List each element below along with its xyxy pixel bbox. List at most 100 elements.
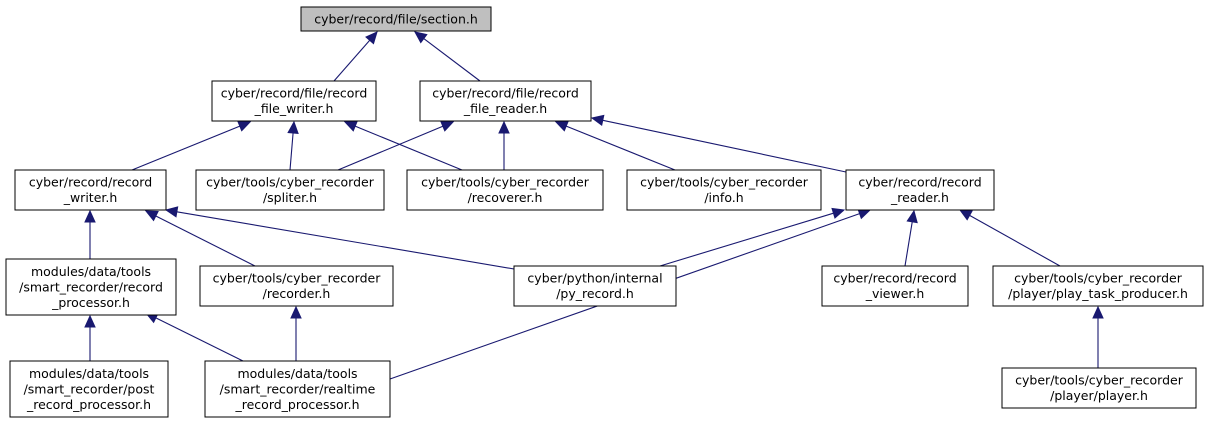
edge-line [337,125,444,171]
edge-line [904,221,913,267]
edge-recorder-to-record_writer [144,210,256,267]
edge-arrowhead [164,206,179,218]
node-label-line: cyber/tools/cyber_recorder [1015,373,1184,388]
node-label-line: /smart_recorder/realtime [220,381,376,396]
edge-arrowhead [906,209,918,224]
node-label-line: cyber/record/record [858,175,981,190]
edge-arrowhead [144,210,159,222]
node-box [1001,367,1197,409]
node-label-line: _processor.h [51,295,130,310]
node-label-line: cyber/record/record [29,175,152,190]
node-box [14,169,167,211]
node-realtime-record-processor[interactable]: modules/data/tools/smart_recorder/realti… [204,360,391,418]
edge-line [602,119,847,173]
node-record-file-reader[interactable]: cyber/record/file/record_file_reader.h [419,80,592,122]
node-label-line: cyber/record/file/section.h [314,11,478,26]
node-label-line: _file_reader.h [463,101,547,116]
edge-post_record_processor-to-smart_record_processor [84,314,96,361]
node-label-line: /py_record.h [556,286,634,301]
node-label-line: /recoverer.h [468,190,543,205]
edge-arrowhead [84,314,96,328]
edge-record_file_writer-to-section [333,31,378,82]
node-box [845,169,995,211]
node-label-line: _record_processor.h [26,397,151,412]
node-box [195,169,385,211]
node-label-line: cyber/tools/cyber_recorder [640,175,809,190]
node-box [211,80,377,122]
node-box [821,265,969,307]
node-info[interactable]: cyber/tools/cyber_recorder/info.h [626,169,822,211]
edge-line [333,39,371,82]
node-label-line: cyber/tools/cyber_recorder [1014,271,1183,286]
edge-arrowhead [440,121,455,132]
edge-player-to-play_task_producer [1092,305,1104,368]
node-label-line: _reader.h [890,190,949,205]
node-label-line: cyber/record/file/record [221,86,368,101]
node-label-line: _viewer.h [865,286,925,301]
node-record-file-writer[interactable]: cyber/record/file/record_file_writer.h [211,80,377,122]
node-spliter[interactable]: cyber/tools/cyber_recorder/spliter.h [195,169,385,211]
node-label-line: cyber/tools/cyber_recorder [206,175,375,190]
edge-arrowhead [343,121,358,132]
edge-record_viewer-to-record_reader [904,209,918,267]
edge-py_record-to-record_reader [659,207,846,267]
node-box [992,265,1204,307]
node-box [199,265,394,307]
node-label-line: /smart_recorder/record [19,279,163,294]
edge-arrowhead [958,209,973,221]
edge-spliter-to-record_file_reader [337,121,455,171]
node-label-line: cyber/python/internal [527,271,662,286]
node-label-line: /recorder.h [263,286,331,301]
node-box [300,6,492,32]
edge-realtime_record_processor-to-recorder [290,305,302,361]
node-label-line: modules/data/tools [237,366,357,381]
node-play-task-producer[interactable]: cyber/tools/cyber_recorder/player/play_t… [992,265,1204,307]
edge-arrowhead [84,209,96,223]
node-record-viewer[interactable]: cyber/record/record_viewer.h [821,265,969,307]
node-box [9,360,169,418]
node-box [204,360,391,418]
node-label-line: _writer.h [63,190,118,205]
edge-arrowhead [237,120,252,132]
edge-arrowhead [365,31,378,45]
edge-line [289,132,294,171]
node-label-line: /info.h [704,190,743,205]
edge-arrowhead [290,305,302,319]
node-box [406,169,604,211]
node-player[interactable]: cyber/tools/cyber_recorder/player/player… [1001,367,1197,409]
edge-arrowhead [831,207,846,219]
edge-spliter-to-record_file_writer [287,120,299,171]
nodes-layer: cyber/record/file/section.h cyber/record/… [5,6,1204,418]
edge-line [423,38,481,82]
edge-smart_record_processor-to-record_writer [84,209,96,259]
edge-arrowhead [554,120,569,132]
edge-line [565,125,676,171]
node-label-line: cyber/record/record [833,271,956,286]
node-label-line: /player/player.h [1050,388,1148,403]
node-post-record-processor[interactable]: modules/data/tools/smart_recorder/post_r… [9,360,169,418]
node-record-writer[interactable]: cyber/record/record_writer.h [14,169,167,211]
edge-arrowhead [590,114,605,127]
node-recoverer[interactable]: cyber/tools/cyber_recorder/recoverer.h [406,169,604,211]
node-py-record[interactable]: cyber/python/internal/py_record.h [513,265,677,307]
node-recorder[interactable]: cyber/tools/cyber_recorder/recorder.h [199,265,394,307]
node-box [419,80,592,122]
edge-line [659,212,834,267]
edge-arrowhead [287,120,299,134]
edge-arrowhead [498,120,510,134]
edge-record_reader-to-record_file_reader [590,114,847,173]
edge-arrowhead [1092,305,1104,319]
edge-line [131,125,241,171]
node-record-reader[interactable]: cyber/record/record_reader.h [845,169,995,211]
edge-record_file_reader-to-section [414,31,481,82]
node-label-line: /spliter.h [263,190,317,205]
edge-recoverer-to-record_file_writer [343,121,463,171]
node-label-line: /player/play_task_producer.h [1008,286,1188,301]
node-box [626,169,822,211]
edges-layer [84,31,1104,380]
edge-py_record-to-record_writer [164,206,515,270]
node-label-line: modules/data/tools [31,264,151,279]
node-smart-record-processor[interactable]: modules/data/tools/smart_recorder/record… [5,258,177,316]
